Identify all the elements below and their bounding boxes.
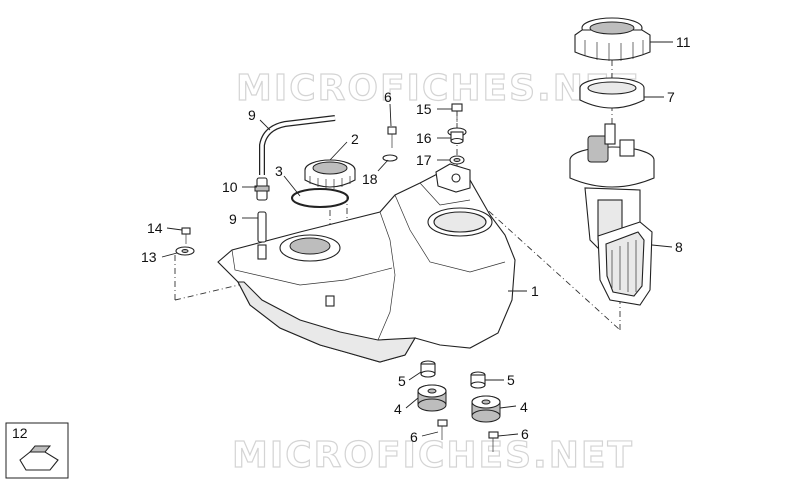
callout-2: 2 xyxy=(351,131,359,147)
callout-18: 18 xyxy=(362,171,378,187)
callout-16: 16 xyxy=(416,130,432,146)
screw-15[interactable] xyxy=(451,103,463,122)
o-ring-seal[interactable] xyxy=(291,188,349,208)
screw-6-left[interactable] xyxy=(437,419,448,440)
callout-5-left: 5 xyxy=(398,373,406,389)
rubber-mount-4-left[interactable] xyxy=(417,384,447,412)
inset-clip-12[interactable] xyxy=(5,422,69,479)
callout-4-left: 4 xyxy=(394,401,402,417)
breather-hose-upper[interactable] xyxy=(259,115,336,175)
screw-6-right[interactable] xyxy=(488,431,499,452)
rubber-mount-4-right[interactable] xyxy=(471,395,501,423)
callout-3: 3 xyxy=(275,163,283,179)
rubber-bushing-5-right[interactable] xyxy=(470,371,486,389)
fuel-tank[interactable] xyxy=(217,163,516,363)
callout-5-right: 5 xyxy=(507,372,515,388)
callout-6-top: 6 xyxy=(384,89,392,105)
washer-17[interactable] xyxy=(449,155,465,165)
watermark-top: MICROFICHES.NET xyxy=(236,68,638,109)
callout-9-lower: 9 xyxy=(229,211,237,227)
fuel-filter[interactable] xyxy=(597,221,653,306)
hose-connector[interactable] xyxy=(254,177,270,201)
callout-10: 10 xyxy=(222,179,238,195)
callout-13: 13 xyxy=(141,249,157,265)
callout-11: 11 xyxy=(676,34,691,50)
pump-gasket[interactable] xyxy=(579,77,645,109)
callout-labels: 1 2 3 9 10 9 14 13 6 18 15 16 17 11 7 8 … xyxy=(12,34,691,445)
screw-6-top[interactable] xyxy=(387,126,397,148)
rubber-bushing-5-left[interactable] xyxy=(420,360,436,378)
leader-lines xyxy=(161,41,673,437)
callout-15: 15 xyxy=(416,101,432,117)
callout-12: 12 xyxy=(12,425,28,441)
callout-1: 1 xyxy=(531,283,539,299)
filler-cap[interactable] xyxy=(304,159,356,189)
bushing-16[interactable] xyxy=(447,127,467,145)
callout-14: 14 xyxy=(147,220,163,236)
callout-8: 8 xyxy=(675,239,683,255)
callout-4-right: 4 xyxy=(520,399,528,415)
screw-14[interactable] xyxy=(181,227,191,244)
callout-6-right: 6 xyxy=(521,426,529,442)
watermark-bottom: MICROFICHES.NET xyxy=(232,435,634,476)
callout-7: 7 xyxy=(667,89,675,105)
washer-13[interactable] xyxy=(175,246,195,256)
callout-17: 17 xyxy=(416,152,432,168)
callout-6-left: 6 xyxy=(410,429,418,445)
callout-9-upper: 9 xyxy=(248,107,256,123)
breather-hose-lower[interactable] xyxy=(257,211,267,243)
pump-lock-ring[interactable] xyxy=(574,17,651,61)
washer-18[interactable] xyxy=(382,154,398,162)
